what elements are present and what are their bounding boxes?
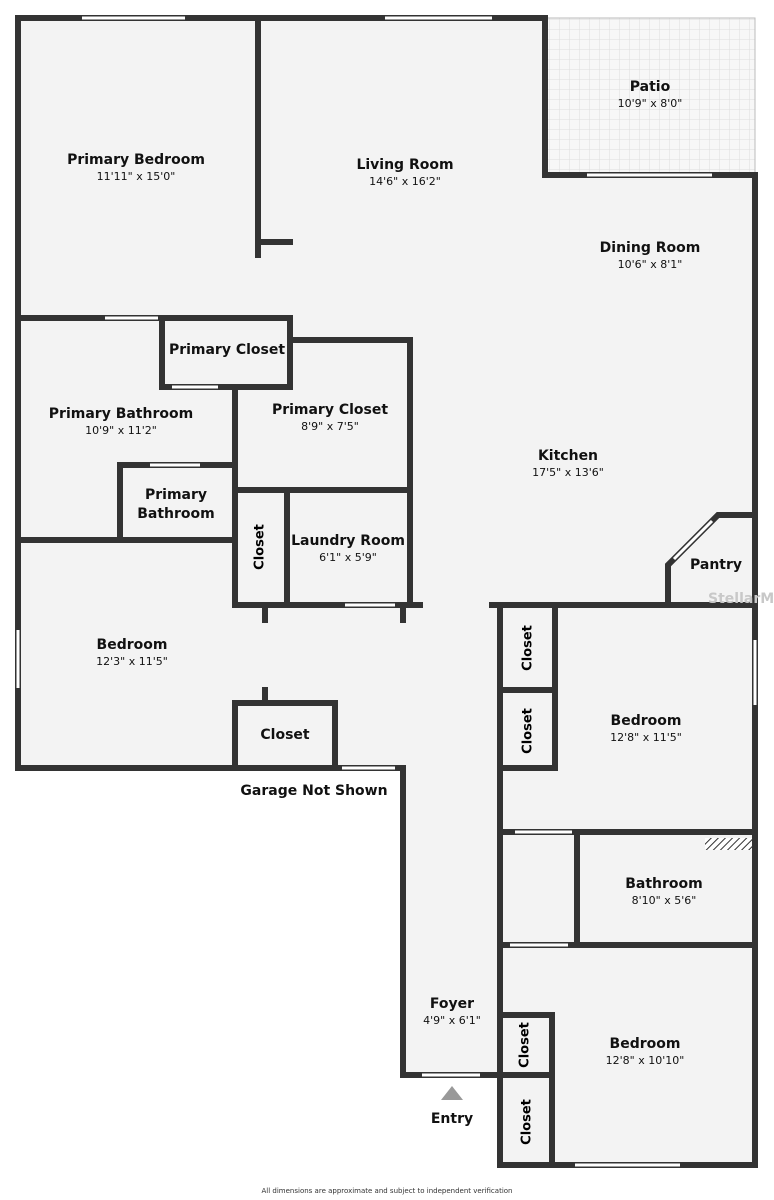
floor-fill: [18, 18, 755, 1165]
entry-label: Entry: [431, 1111, 473, 1127]
room-dims: 8'10" x 5'6": [631, 894, 697, 907]
room-name: Primary Bedroom: [67, 152, 205, 168]
room-name: Primary Closet: [168, 342, 286, 358]
room-kitchen: Kitchen 17'5" x 13'6": [532, 448, 604, 479]
room-closet-f: Closet: [519, 1099, 535, 1145]
room-closet-a: Closet: [252, 524, 268, 570]
room-dims: 12'3" x 11'5": [96, 655, 168, 668]
room-primary-bathroom: Primary Bathroom 10'9" x 11'2": [49, 406, 193, 437]
room-name: Pantry: [689, 557, 743, 573]
room-closet-d: Closet: [520, 708, 536, 754]
room-name: Closet: [260, 727, 310, 743]
room-closet-b: Closet: [260, 727, 309, 743]
room-bedroom-left: Bedroom 12'3" x 11'5": [96, 637, 168, 668]
room-primary-closet: Primary Closet 8'9" x 7'5": [272, 402, 388, 433]
room-dims: 6'1" x 5'9": [319, 551, 377, 564]
footer-disclaimer: All dimensions are approximate and subje…: [261, 1187, 513, 1195]
room-name: Bathroom: [625, 876, 703, 892]
room-dims: 11'11" x 15'0": [96, 170, 176, 183]
room-closet-e: Closet: [517, 1022, 533, 1068]
room-name: Foyer: [429, 996, 475, 1012]
room-patio: Patio 10'9" x 8'0": [618, 79, 683, 110]
room-name: Bedroom: [610, 713, 682, 729]
room-name: Living Room: [356, 157, 454, 173]
room-bedroom-bottom: Bedroom 12'8" x 10'10": [606, 1036, 685, 1067]
room-dims: 12'8" x 10'10": [605, 1054, 685, 1067]
room-primary-bedroom: Primary Bedroom 11'11" x 15'0": [67, 152, 205, 183]
room-name: Laundry Room: [291, 533, 405, 549]
room-bathroom: Bathroom 8'10" x 5'6": [625, 876, 703, 907]
room-name: Patio: [629, 79, 671, 95]
entry-arrow-icon: [441, 1086, 463, 1100]
hatched-fixture: [705, 838, 753, 850]
room-dims: 4'9" x 6'1": [423, 1014, 481, 1027]
patio-area: [544, 17, 756, 176]
room-dims: 14'6" x 16'2": [369, 175, 441, 188]
room-dining-room: Dining Room 10'6" x 8'1": [600, 240, 701, 271]
room-dims: 10'6" x 8'1": [617, 258, 683, 271]
room-foyer: Foyer 4'9" x 6'1": [423, 996, 481, 1027]
room-name: Bedroom: [96, 637, 168, 653]
room-living-room: Living Room 14'6" x 16'2": [356, 157, 453, 188]
room-name: Primary Bathroom: [137, 487, 215, 522]
room-dims: 17'5" x 13'6": [532, 466, 604, 479]
room-name: Kitchen: [537, 448, 599, 464]
room-dims: 10'9" x 8'0": [617, 97, 683, 110]
entry-text: Entry: [430, 1111, 474, 1127]
room-name: Primary Bathroom: [48, 406, 194, 422]
windows-doors: [16, 16, 757, 1167]
room-closet-c: Closet: [520, 625, 536, 671]
watermark: StellarMLS: [708, 591, 774, 607]
room-name: Dining Room: [599, 240, 701, 256]
room-dims: 10'9" x 11'2": [85, 424, 157, 437]
room-laundry-room: Laundry Room 6'1" x 5'9": [291, 533, 405, 564]
room-primary-closet-small: Primary Closet: [169, 342, 285, 358]
garage-note: Garage Not Shown: [240, 783, 387, 799]
garage-note-text: Garage Not Shown: [240, 783, 388, 799]
room-name: Bedroom: [609, 1036, 681, 1052]
room-dims: 8'9" x 7'5": [301, 420, 359, 433]
room-pantry: Pantry: [690, 557, 742, 573]
room-primary-bathroom-inner: Primary Bathroom: [131, 486, 221, 524]
room-name: Primary Closet: [271, 402, 389, 418]
room-bedroom-right: Bedroom 12'8" x 11'5": [610, 713, 682, 744]
room-dims: 12'8" x 11'5": [610, 731, 682, 744]
